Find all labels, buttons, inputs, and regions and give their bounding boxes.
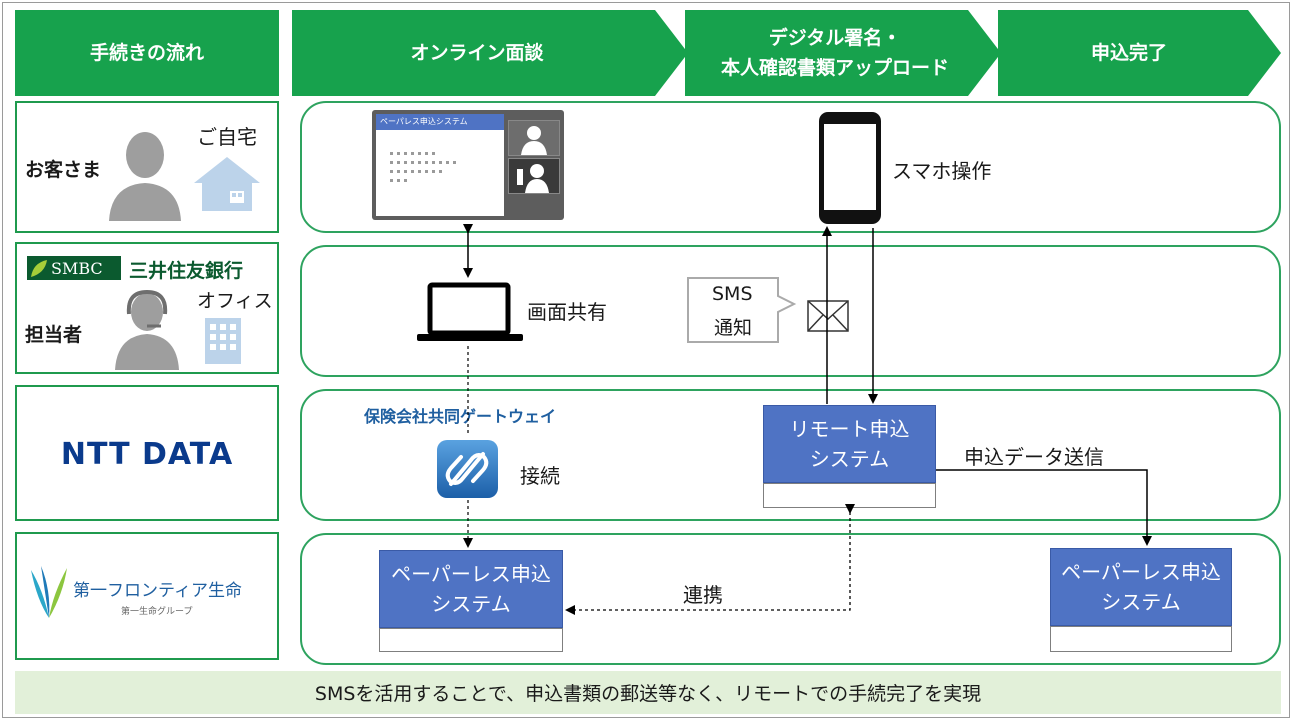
customer-label: お客さま: [25, 159, 102, 181]
paperless-system-box-left: ペーパーレス申込 システム: [379, 550, 563, 628]
remote-system-line1: リモート申込: [789, 417, 910, 441]
daiichi-logo-icon: [31, 566, 67, 618]
header-step-complete-label: 申込完了: [1090, 42, 1167, 64]
smbc-leaf-icon: [31, 260, 47, 277]
gateway-link-icon: [437, 440, 498, 498]
remote-system-box: リモート申込 システム: [763, 405, 936, 483]
row-nttdata-cell: NTT DATA: [15, 385, 279, 521]
remote-system-footer: [763, 483, 936, 508]
row-daiichi-cell: 第一フロンティア生命 第一生命グループ: [15, 532, 279, 660]
smartphone-op-label: スマホ操作: [892, 159, 992, 183]
person-icon: [109, 132, 181, 221]
customer-place: ご自宅: [197, 125, 257, 149]
daiichi-name: 第一フロンティア生命: [73, 581, 242, 601]
header-step-complete: 申込完了: [998, 10, 1260, 96]
header-flow: 手続きの流れ: [15, 10, 279, 96]
laptop-icon: [417, 282, 523, 341]
operator-icon: [115, 289, 179, 370]
video-operator-icon: [517, 164, 549, 193]
paperless-right-footer: [1050, 626, 1232, 652]
header-step-digital-line2: 本人確認書類アップロード: [720, 57, 949, 79]
header-step-digital: デジタル署名・ 本人確認書類アップロード: [685, 10, 985, 96]
office-building-icon: [205, 318, 241, 364]
chain-link-icon: [445, 452, 489, 486]
nttdata-logo: NTT DATA: [60, 437, 234, 472]
staff-label: 担当者: [25, 324, 83, 346]
footer-text: SMSを活用することで、申込書類の郵送等なく、リモートでの手続完了を実現: [314, 683, 982, 705]
sms-label-line2: 通知: [714, 317, 753, 339]
lane-smbc: [300, 245, 1281, 377]
house-icon: [194, 157, 260, 211]
pc-screen: ペーパレス申込システム: [372, 110, 564, 220]
screen-share-label: 画面共有: [527, 300, 607, 324]
video-person-icon: [521, 126, 547, 155]
video-thumb-1: [508, 120, 560, 156]
header-step-digital-line1: デジタル署名・: [768, 27, 902, 49]
row-customer-cell: お客さま ご自宅: [15, 101, 279, 233]
smbc-bank-name: 三井住友銀行: [129, 260, 244, 282]
office-label: オフィス: [197, 290, 273, 312]
pc-screen-content: ペーパレス申込システム: [376, 114, 504, 216]
header-step-online: オンライン面談: [292, 10, 662, 96]
paperless-system-box-right: ペーパーレス申込 システム: [1050, 548, 1232, 626]
header-flow-label: 手続きの流れ: [89, 42, 204, 64]
gateway-label: 保険会社共同ゲートウェイ: [364, 407, 557, 426]
link-label: 連携: [683, 583, 723, 607]
paperless-right-line1: ペーパーレス申込: [1061, 560, 1221, 584]
paperless-left-line2: システム: [431, 592, 511, 616]
smartphone-screen: [824, 124, 876, 210]
send-data-label: 申込データ送信: [964, 445, 1104, 469]
sms-callout-shape: [687, 277, 797, 343]
envelope-icon: [807, 300, 849, 332]
header-step-online-label: オンライン面談: [410, 42, 544, 64]
remote-system-line2: システム: [809, 447, 890, 471]
pc-screen-title: ペーパレス申込システム: [376, 114, 504, 130]
paperless-left-footer: [379, 628, 563, 652]
footer-banner: SMSを活用することで、申込書類の郵送等なく、リモートでの手続完了を実現: [15, 671, 1281, 714]
paperless-left-line1: ペーパーレス申込: [391, 562, 551, 586]
smbc-logo-text: SMBC: [51, 258, 103, 278]
sms-label-line1: SMS: [712, 283, 753, 305]
paperless-right-line2: システム: [1101, 590, 1181, 614]
daiichi-group: 第一生命グループ: [121, 607, 193, 617]
smartphone: [819, 112, 881, 224]
row-smbc-cell: SMBC 三井住友銀行 担当者 オフィス: [15, 242, 279, 374]
connect-label: 接続: [520, 464, 560, 488]
smbc-logo: SMBC: [27, 256, 121, 280]
video-thumb-2: [508, 158, 560, 194]
pc-screen-dots: [390, 152, 456, 182]
